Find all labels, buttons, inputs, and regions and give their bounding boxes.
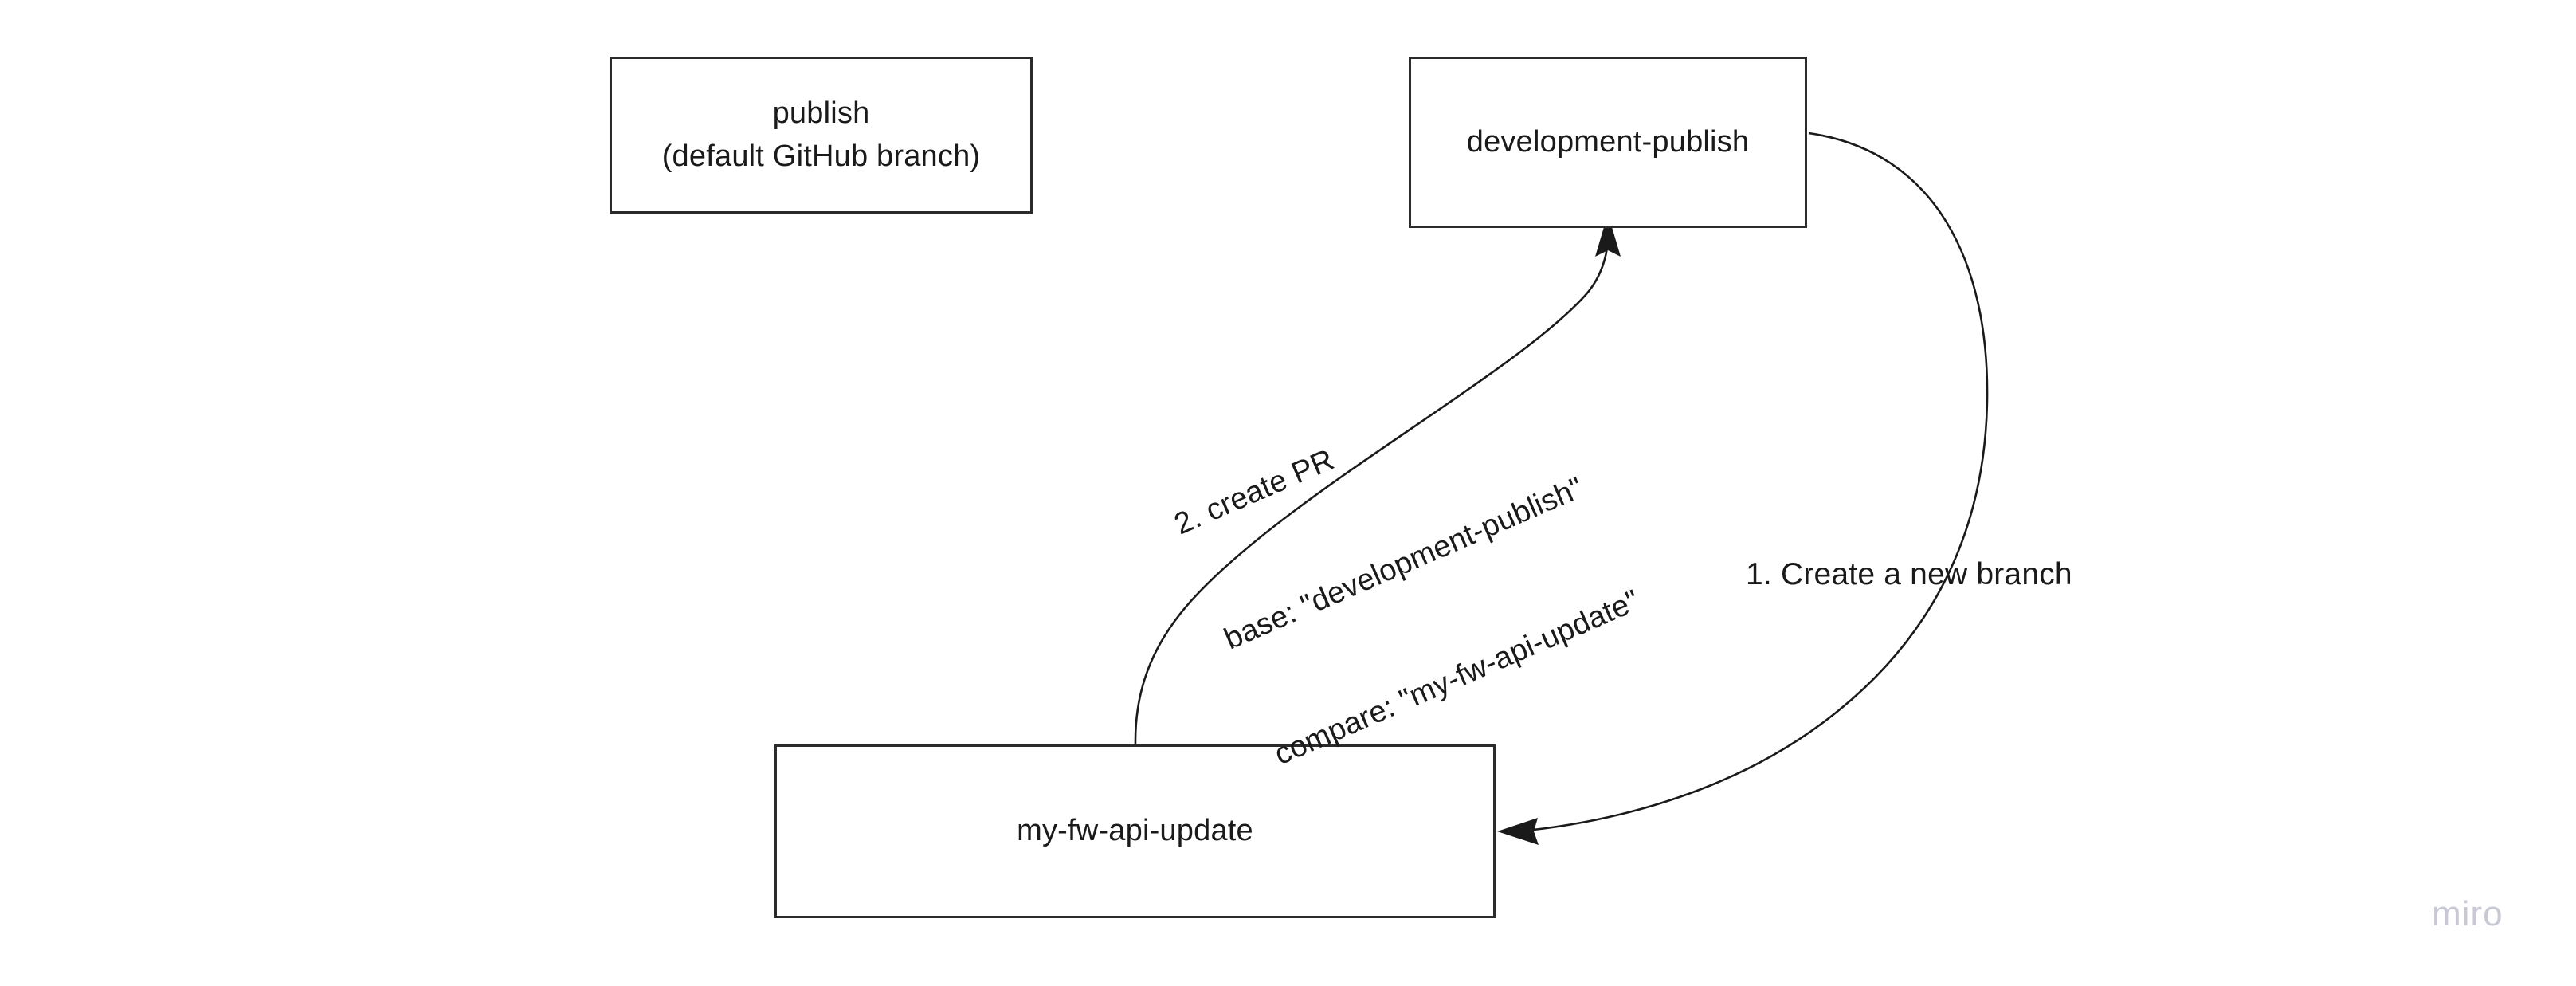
node-publish-label: publish (default GitHub branch) [661, 96, 981, 173]
edge-create-branch-arrowhead [1497, 818, 1539, 845]
edge-label-create-branch: 1. Create a new branch [1746, 557, 2072, 591]
node-publish[interactable]: publish (default GitHub branch) [610, 57, 1033, 214]
miro-watermark: miro [2432, 894, 2503, 933]
node-my-fw-api-update-label: my-fw-api-update [1017, 814, 1253, 848]
node-development-publish[interactable]: development-publish [1409, 57, 1807, 228]
node-development-publish-label: development-publish [1466, 124, 1750, 159]
node-my-fw-api-update[interactable]: my-fw-api-update [774, 744, 1496, 918]
